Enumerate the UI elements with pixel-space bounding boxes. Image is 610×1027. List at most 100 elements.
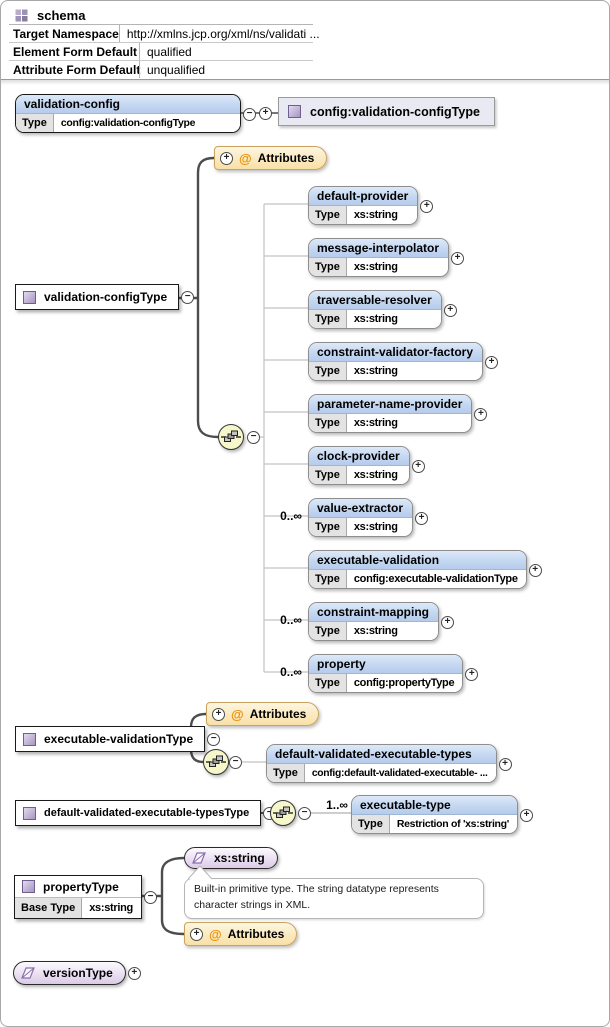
schema-panel-title: schema [15,8,85,23]
sequence-compositor-icon[interactable] [218,424,244,450]
property-value: http://xmlns.jcp.org/xml/ns/validati ... [118,25,320,42]
element-type-row: Type config:executable-validationType [309,570,526,588]
attributes-group-3[interactable]: @ Attributes [184,922,298,946]
collapse-icon[interactable] [207,733,221,746]
complex-type-validation-configType[interactable]: validation-configType [15,284,195,310]
table-row: Attribute Form Default unqualified [9,61,313,78]
simple-type-versionType[interactable]: versionType [13,961,141,985]
type-value: Restriction of 'xs:string' [396,818,509,830]
type-key: Type [309,570,347,588]
collapse-icon[interactable] [181,291,195,304]
element-type-row: Type xs:string [309,258,449,276]
expand-icon[interactable] [519,808,533,822]
element-value-extractor[interactable]: 0..∞ value-extractor Type xs:string [280,498,429,537]
complex-type-header: propertyType [15,876,141,897]
attributes-label: Attributes [257,151,315,165]
expand-icon[interactable] [443,303,457,317]
complex-type-propertyType[interactable]: propertyType Base Type xs:string [14,875,157,919]
collapse-icon[interactable] [229,756,242,769]
expand-icon[interactable] [411,459,425,473]
complex-type-default-validated-executable-typesType[interactable]: default-validated-executable-typesType [15,800,277,826]
expand-icon[interactable] [415,511,429,525]
type-key: Type [309,674,347,692]
element-message-interpolator[interactable]: message-interpolator Type xs:string [308,238,465,277]
panel-title-text: schema [37,8,86,23]
sequence-glyph [206,755,226,767]
element-clock-provider[interactable]: clock-provider Type xs:string [308,446,425,485]
element-executable-validation[interactable]: executable-validation Type config:execut… [308,550,542,589]
base-type-value: xs:string [89,902,133,914]
collapse-icon[interactable] [143,890,157,904]
element-validation-config[interactable]: validation-config Type config:validation… [15,94,256,133]
expand-icon[interactable] [420,199,434,213]
expand-icon[interactable] [220,151,233,165]
expand-icon[interactable] [528,563,542,577]
element-constraint-validator-factory[interactable]: constraint-validator-factory Type xs:str… [308,342,499,381]
type-value: config:executable-validationType [353,573,518,585]
table-row: Target Namespace http://xmlns.jcp.org/xm… [9,25,320,43]
property-value: unqualified [139,61,313,78]
type-value: config:validation-configType [60,117,196,129]
complex-type-name: propertyType [43,879,119,894]
attributes-group-2[interactable]: @ Attributes [206,702,320,726]
complex-type-icon [23,732,36,746]
element-default-provider[interactable]: default-provider Type xs:string [308,186,434,225]
expand-icon[interactable] [441,615,455,629]
complex-type-icon [23,290,36,304]
element-name: clock-provider [309,447,409,466]
complex-type-icon [23,806,36,820]
expand-icon[interactable] [190,927,203,941]
element-type-row: Type xs:string [309,622,439,640]
type-value: config:default-validated-executable- ... [311,767,488,779]
element-name: default-provider [309,187,418,206]
element-name: parameter-name-provider [309,395,472,414]
collapse-icon[interactable] [243,107,256,121]
type-value: xs:string [353,469,398,481]
property-label: Target Namespace [13,26,119,41]
expand-icon[interactable] [212,707,225,721]
type-key: Type [309,258,347,276]
element-name: executable-validation [309,551,526,570]
complex-type-executable-validationType[interactable]: executable-validationType [15,726,221,752]
type-ref-validation-configType[interactable]: config:validation-configType [278,97,495,126]
expand-icon[interactable] [127,967,141,980]
schema-properties-table: Target Namespace http://xmlns.jcp.org/xm… [9,24,320,78]
sequence-compositor-icon[interactable] [203,749,229,775]
expand-icon[interactable] [485,355,499,369]
type-value: xs:string [353,521,398,533]
type-key: Type [309,310,347,328]
type-key: Type [309,362,347,380]
property-label: Element Form Default [13,44,138,59]
attributes-label: Attributes [227,927,285,941]
simple-type-icon [192,852,206,864]
complex-type-name: executable-validationType [44,732,194,746]
element-name: message-interpolator [309,239,449,258]
element-property[interactable]: 0..∞ property Type config:propertyType [280,654,479,693]
type-value: xs:string [353,313,398,325]
expand-icon[interactable] [451,251,465,265]
element-name: traversable-resolver [309,291,441,310]
element-constraint-mapping[interactable]: 0..∞ constraint-mapping Type xs:string [280,602,455,641]
expand-icon[interactable] [474,407,488,421]
simple-type-xs-string[interactable]: xs:string [184,847,278,869]
complex-type-name: default-validated-executable-typesType [44,807,250,819]
collapse-icon[interactable] [298,807,311,820]
type-value: xs:string [353,365,398,377]
element-traversable-resolver[interactable]: traversable-resolver Type xs:string [308,290,457,329]
sequence-compositor-icon[interactable] [270,800,296,826]
sequence-glyph [273,806,293,818]
element-parameter-name-provider[interactable]: parameter-name-provider Type xs:string [308,394,488,433]
expand-icon[interactable] [259,107,272,120]
collapse-icon[interactable] [247,431,260,444]
expand-icon[interactable] [498,757,512,771]
element-name: executable-type [352,796,517,815]
table-row: Element Form Default qualified [9,43,313,61]
element-default-validated-executable-types[interactable]: default-validated-executable-types Type … [266,744,512,783]
element-type-row: Type xs:string [309,362,483,380]
element-name: constraint-mapping [309,603,439,622]
expand-icon[interactable] [465,667,479,681]
element-type-row: Type xs:string [309,414,472,432]
type-key: Type [309,622,347,640]
element-executable-type[interactable]: executable-type Type Restriction of 'xs:… [351,795,533,834]
attributes-group-1[interactable]: @ Attributes [214,146,328,170]
